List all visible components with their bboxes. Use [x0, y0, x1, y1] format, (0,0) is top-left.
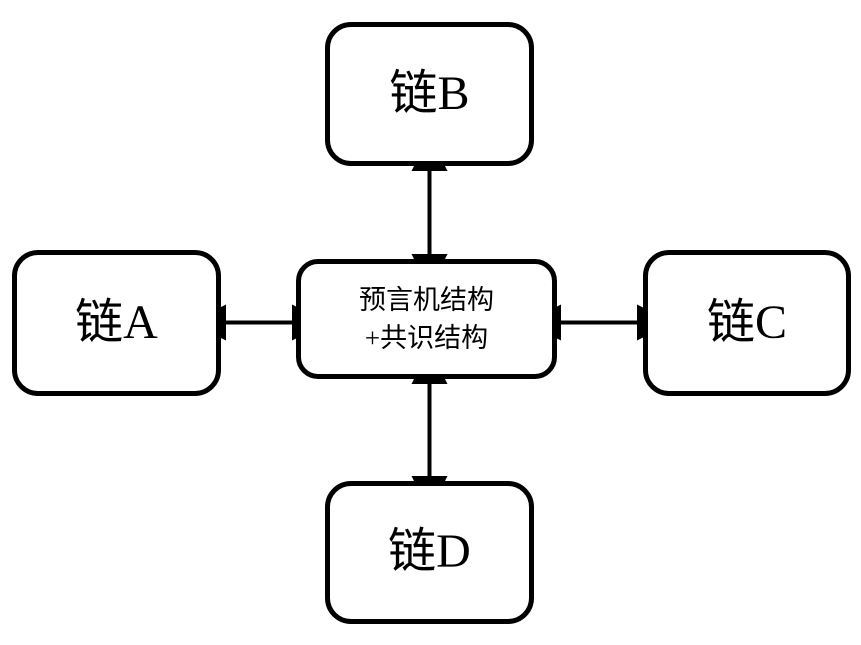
node-chain-a-label: 链A: [75, 295, 158, 349]
double-arrow-horizontal-icon: [549, 304, 649, 341]
node-chain-b[interactable]: 链B: [325, 22, 534, 166]
node-chain-c[interactable]: 链C: [643, 250, 851, 396]
double-arrow-vertical-icon: [411, 159, 448, 266]
node-chain-a[interactable]: 链A: [12, 250, 221, 396]
node-oracle-consensus-hub[interactable]: 预言机结构 +共识结构: [296, 259, 557, 379]
node-chain-b-label: 链B: [389, 66, 470, 120]
node-hub-label: 预言机结构 +共识结构: [359, 284, 494, 353]
double-arrow-vertical-icon: [411, 372, 448, 488]
connector-hub-to-chain-d: [407, 372, 452, 488]
connector-chain-a-to-hub: [214, 300, 304, 345]
node-chain-d-label: 链D: [388, 525, 471, 579]
connector-chain-b-to-hub: [407, 159, 452, 266]
connector-hub-to-chain-c: [549, 300, 649, 345]
node-chain-c-label: 链C: [706, 295, 788, 349]
node-chain-d[interactable]: 链D: [325, 481, 534, 624]
double-arrow-horizontal-icon: [214, 304, 304, 341]
